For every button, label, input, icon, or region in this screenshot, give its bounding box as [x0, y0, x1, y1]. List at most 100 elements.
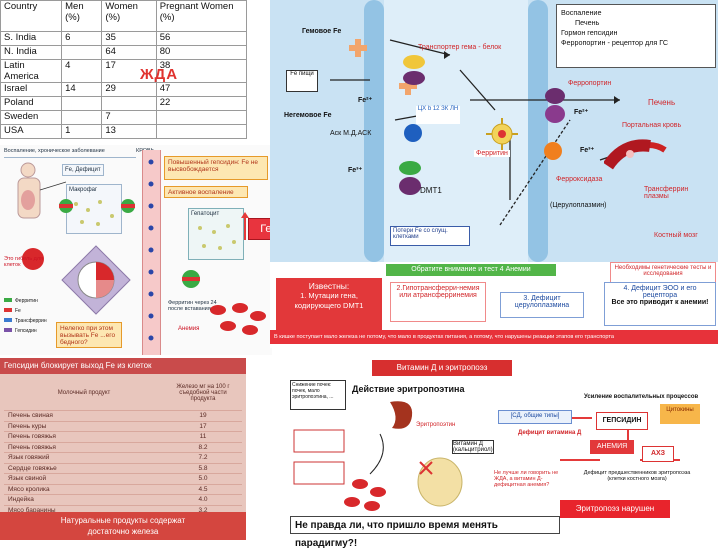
pain-box: Это гибель для клеток	[4, 256, 44, 268]
food-name: Сердце говяжье	[4, 463, 164, 474]
cyb-label: ЦХ b 12 ЗК ЛН	[416, 106, 460, 124]
table-cell: 56	[155, 31, 248, 46]
food-name: Индейка	[4, 494, 164, 506]
food-table-title: Гепсидин блокирует выход Fe из клеток	[0, 358, 246, 374]
heme-transporter-icon	[403, 55, 425, 85]
blood-vessel	[142, 150, 161, 355]
up-arrow-icon	[241, 212, 249, 240]
food-iron-value: 7.2	[164, 452, 242, 464]
table-cell: 7	[101, 110, 157, 125]
increased-hepcidin-box: Повышенный гепсидин: Fe не высвобождаетс…	[164, 156, 268, 180]
legend-swatch-icon	[4, 328, 12, 332]
cell-damage-diagram	[61, 245, 131, 315]
food-table-footer: Натуральные продукты содержат достаточно…	[0, 512, 246, 540]
fe3-label: Fe³⁺	[348, 167, 363, 174]
footer-line-1: Натуральные продукты содержат	[60, 516, 186, 525]
ask-box: Нелегко при этом вызывать Fe ...его бедн…	[56, 322, 122, 348]
header-country: Country	[0, 0, 63, 32]
cytokines-box: Цитокины	[660, 404, 700, 424]
precursors-label: Дефицит предшественников эритропоэза (кл…	[583, 470, 691, 482]
food-name: Язык говяжий	[4, 452, 164, 464]
dmt1-transporter-icon	[399, 161, 421, 195]
known-item-1: 1. Мутации гена, кодирующего DMT1	[294, 291, 364, 310]
macrophage-box: Макрофаг	[66, 184, 122, 234]
erythropoiesis-impaired-banner: Эритропоэз нарушен	[560, 500, 670, 518]
known-item-3-box: 3. Дефицит церулоплазмина	[500, 292, 584, 318]
info-line: Воспаление	[561, 8, 602, 17]
ferritin-note: Ферритин через 24 после вставания	[168, 300, 217, 312]
anemia-node: АНЕМИЯ	[590, 440, 634, 454]
legend-swatch-icon	[4, 318, 12, 322]
food-name: Язык свиной	[4, 473, 164, 485]
panel-header-left: Воспаление, хроническое заболевание	[4, 148, 136, 158]
header-men: Men (%)	[61, 0, 103, 32]
table-cell: 4	[61, 59, 103, 83]
header-women: Women (%)	[101, 0, 157, 32]
ferroportin-icon	[545, 88, 565, 123]
transport-footer: В кишке поступает мало железа не потому,…	[270, 330, 718, 344]
ferroportin-blocker-icon	[59, 199, 73, 213]
food-name: Печень свиная	[4, 410, 164, 422]
hepatocyte-box: Гепатоцит	[188, 208, 244, 260]
vitamin-d-deficit-label: Дефицит витамина Д	[518, 430, 582, 436]
ferritin-shell-icon	[486, 118, 518, 150]
legend-swatch-icon	[4, 298, 12, 302]
non-heme-fe-label: Негемовое Fe	[284, 112, 332, 119]
bone-icon	[417, 457, 463, 507]
heme-fe-label: Гемовое Fe	[302, 28, 342, 35]
food-iron-value: 5.0	[164, 473, 242, 485]
ferroportin-blocker-icon-2	[121, 199, 135, 213]
dcytb-protein-icon	[404, 124, 422, 142]
footer-line-2: достаточно железа	[87, 527, 159, 536]
heme-cross-icon-2	[399, 77, 417, 95]
header-pregnant: Pregnant Women (%)	[155, 0, 248, 32]
fe2-label: Fe²⁺	[358, 97, 373, 104]
blood-vessel-icon	[604, 139, 651, 170]
bone-marrow-cells	[293, 429, 386, 511]
table-cell: 29	[101, 82, 157, 97]
table-cell: Sweden	[0, 110, 63, 125]
table-cell: 14	[61, 82, 103, 97]
ferroxidase-label: Ферроксидаза	[556, 176, 603, 183]
table-cell	[61, 110, 103, 125]
ferroportin-label: Ферропортин	[568, 80, 612, 87]
apical-membrane	[364, 0, 384, 262]
fe3-basolateral-label: Fe³⁺	[580, 147, 595, 154]
legend-item-fe: Fe	[4, 306, 52, 316]
food-iron-value: 17	[164, 421, 242, 432]
plasma-transferrin-label: Трансферрин плазмы	[644, 186, 689, 200]
legend-label: Ферритин	[15, 298, 38, 304]
green-notice-bar: Обратите внимание и тест 4 Анемии	[386, 264, 556, 276]
table-row: Sweden 7	[0, 110, 248, 125]
vitamin-d-calcitriol-box: Витамин Д (кальцитриол)	[452, 440, 494, 454]
macrophage-label: Макрофаг	[69, 187, 98, 193]
paradigm-question: Не правда ли, что пришло время менять па…	[290, 516, 560, 549]
kidney-icon	[390, 401, 413, 429]
transporter-label: Транспортер гема - белок	[418, 44, 502, 51]
food-name: Мясо кролика	[4, 484, 164, 495]
table-cell: N. India	[0, 45, 63, 60]
table-cell	[101, 96, 157, 111]
table-cell: 6	[61, 31, 103, 46]
food-iron-value: 4.5	[164, 484, 242, 495]
table-cell: 35	[101, 31, 157, 46]
ceruloplasmin-label: (Церулоплазмин)	[550, 202, 607, 209]
question-note: Не лучше ли говорить не ЖДА, а витамин Д…	[494, 470, 559, 488]
legend-item-ferritin: Ферритин	[4, 296, 52, 306]
hepatocyte-particles	[198, 224, 236, 250]
liver-label: Печень	[648, 98, 676, 107]
legend-label: Гепсидин	[15, 328, 37, 334]
ceruloplasmin-icon	[544, 142, 562, 160]
legend-label: Fe	[15, 308, 21, 314]
iron-food-table: Молочный продукт Железо мг на 100 г съед…	[4, 376, 242, 527]
food-table-header: Молочный продукт Железо мг на 100 г съед…	[4, 376, 242, 411]
tests-needed-box: Необходимы генетические тесты и исследов…	[610, 262, 716, 284]
table-cell: 22	[155, 96, 248, 111]
loss-box: Потери Fe со слущ. клетками	[390, 226, 470, 246]
